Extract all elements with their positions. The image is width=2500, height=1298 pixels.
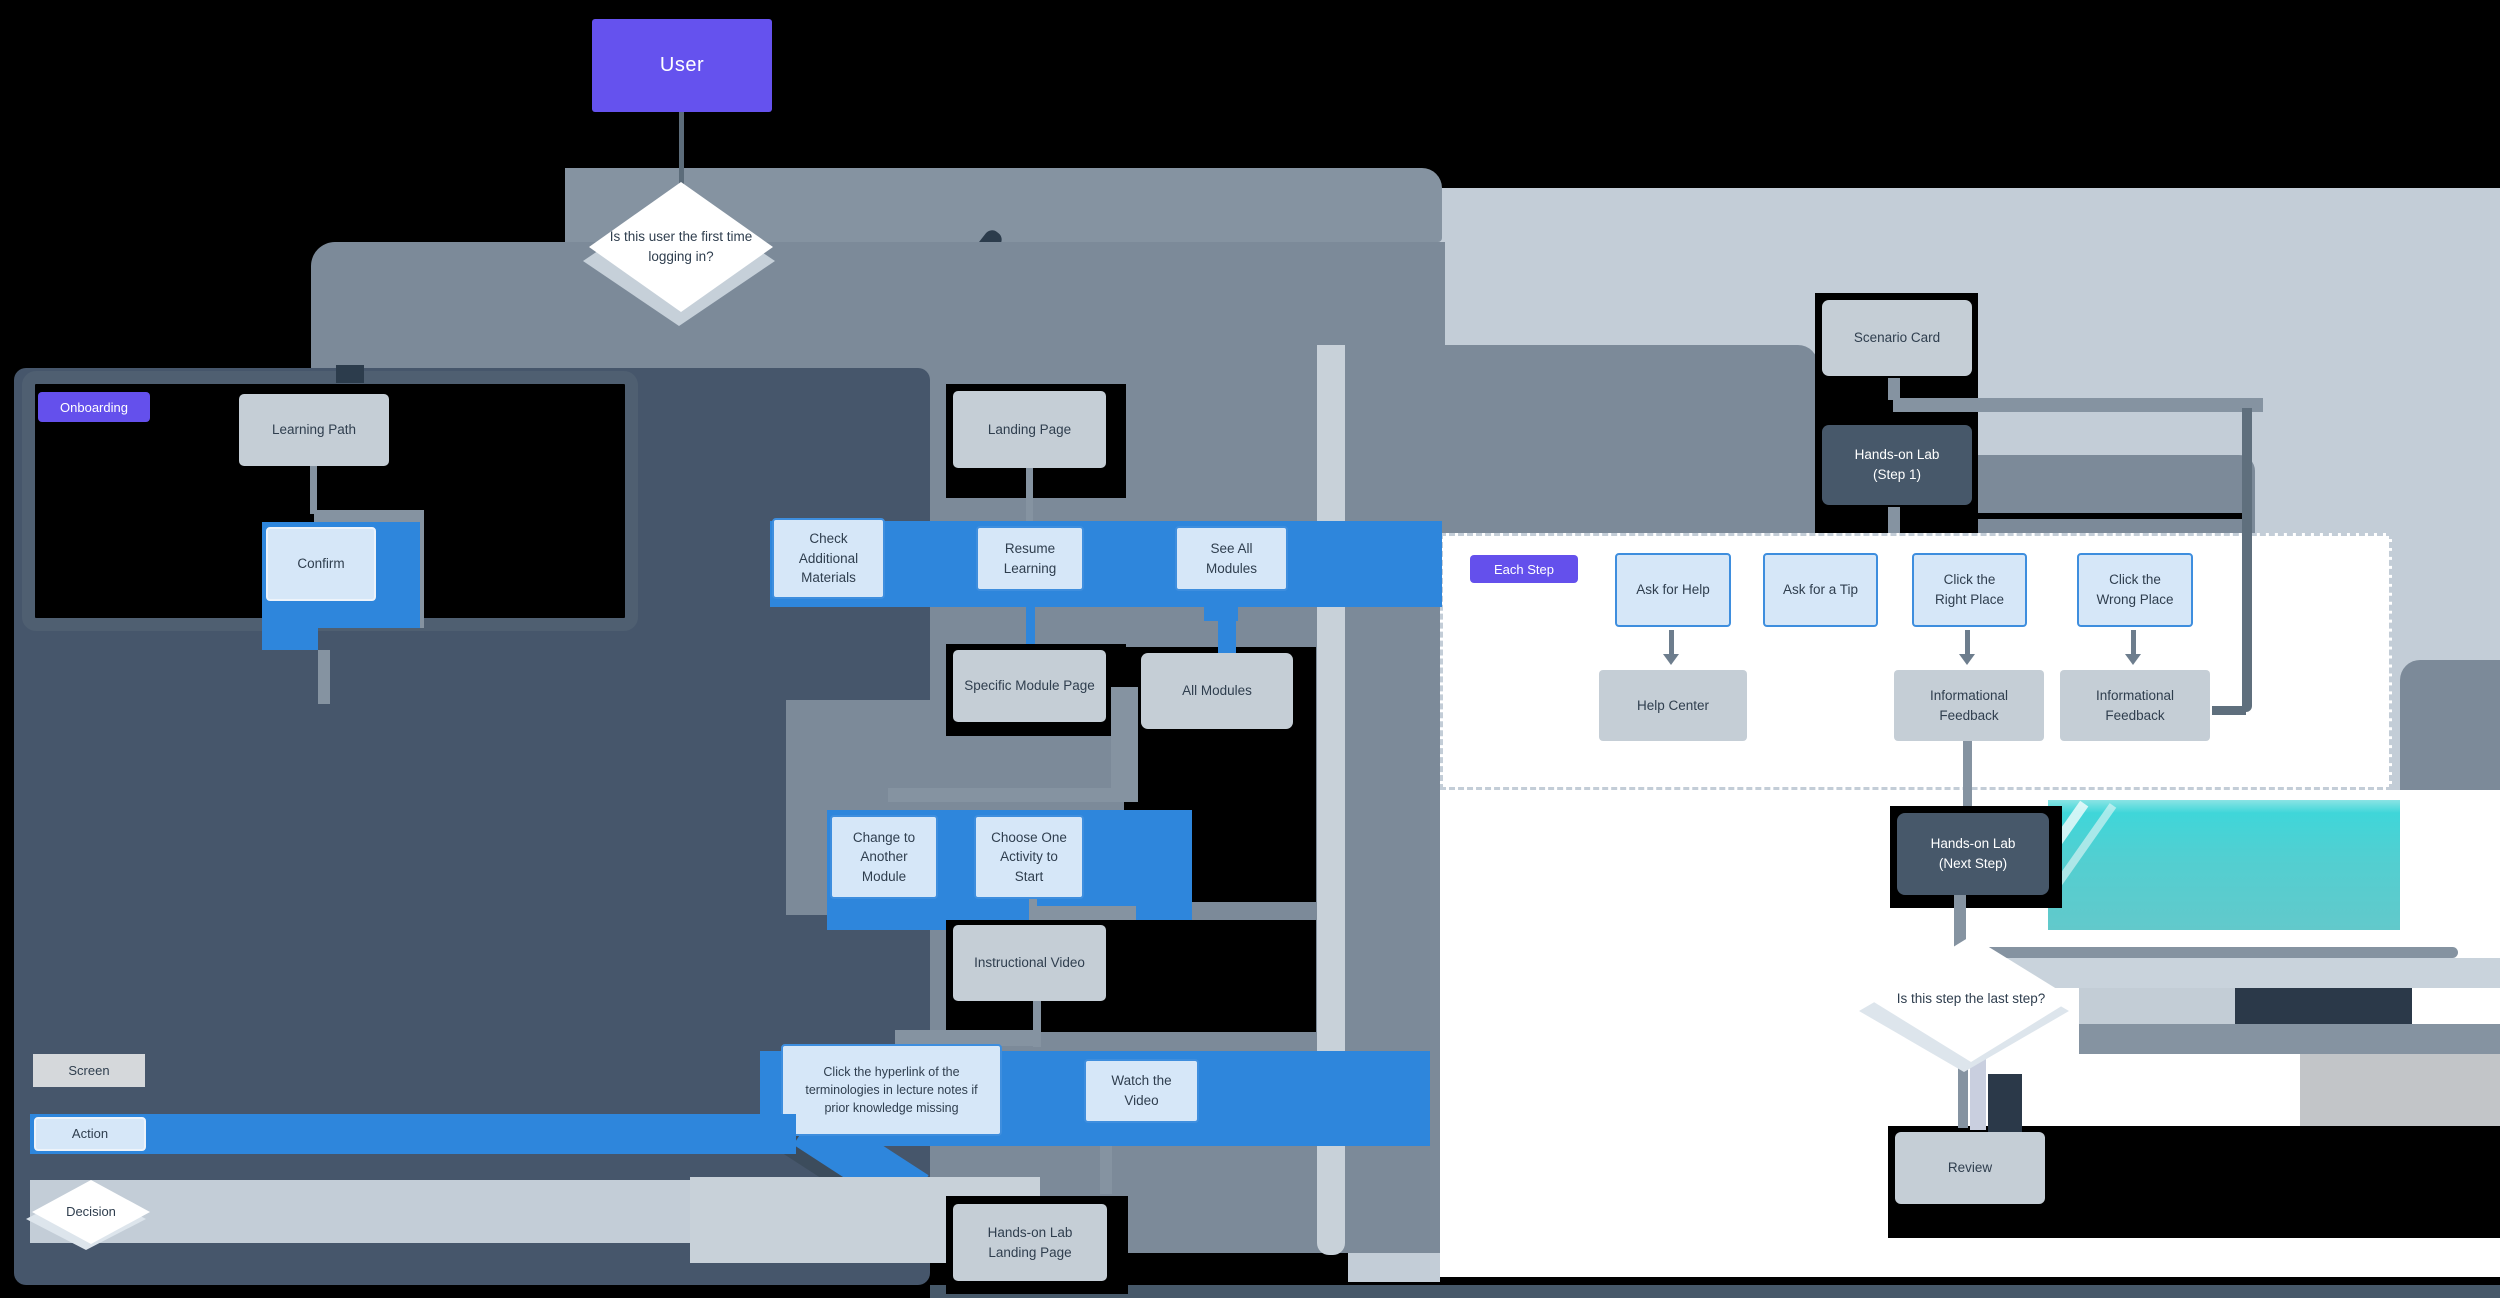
feedback1-label: Informational Feedback xyxy=(1929,687,2009,723)
arrow-wrong-line xyxy=(2131,630,2136,654)
change-module-label: Change to Another Module xyxy=(852,829,916,884)
resume-learning-label: Resume Learning xyxy=(1003,540,1057,576)
node-check-additional-materials: Check Additional Materials xyxy=(772,518,885,599)
click-hyperlink-label: Click the hyperlink of the terminologies… xyxy=(805,1064,978,1116)
gray-band-below-row1 xyxy=(1030,619,1316,647)
user-connector-line xyxy=(679,112,684,184)
arrow-help-head xyxy=(1663,654,1679,665)
node-help-center: Help Center xyxy=(1599,670,1747,741)
feedback1-down-line xyxy=(1963,741,1972,806)
loopback-black-line xyxy=(1950,513,2252,519)
node-choose-activity: Choose One Activity to Start xyxy=(974,815,1084,899)
node-learning-path: Learning Path xyxy=(239,394,389,466)
loopback-band xyxy=(1893,398,2263,412)
bottom-black-line xyxy=(1440,1277,2500,1286)
step1-down-stub xyxy=(1888,507,1900,533)
resume-leg xyxy=(1026,591,1035,652)
node-handson-landing: Hands-on Lab Landing Page xyxy=(953,1204,1107,1281)
arrow-right-head xyxy=(1959,654,1975,665)
neutral-gray-patch xyxy=(2300,1054,2500,1130)
node-handson-step1: Hands-on Lab (Step 1) xyxy=(1822,425,1972,505)
node-ask-for-help: Ask for Help xyxy=(1615,553,1731,627)
learning-path-stub xyxy=(310,466,317,514)
node-informational-feedback-2: Informational Feedback xyxy=(2060,670,2210,741)
each-step-badge: Each Step xyxy=(1470,555,1578,583)
watch-video-label: Watch the Video xyxy=(1111,1073,1172,1108)
confirm-down-stub xyxy=(318,650,330,704)
arrow-help-line xyxy=(1669,630,1674,654)
bottom-slate-bar xyxy=(930,1285,2500,1298)
navy-bar xyxy=(2235,988,2412,1024)
row3-down-stub xyxy=(1100,1146,1112,1194)
feedback2-connector xyxy=(2212,706,2246,715)
node-see-all-modules: See All Modules xyxy=(1175,526,1288,591)
legend-action-box: Action xyxy=(34,1117,146,1151)
node-watch-video: Watch the Video xyxy=(1084,1059,1199,1123)
handson-next-label: Hands-on Lab (Next Step) xyxy=(1930,835,2016,871)
check-additional-label: Check Additional Materials xyxy=(798,531,859,586)
node-all-modules: All Modules xyxy=(1141,653,1293,729)
node-instructional-video: Instructional Video xyxy=(953,925,1106,1001)
review-navy-block xyxy=(1988,1074,2022,1132)
handson-step1-label: Hands-on Lab (Step 1) xyxy=(1854,446,1940,482)
landing-down-stub xyxy=(1026,468,1033,524)
arrow-right-line xyxy=(1965,630,1970,654)
strip-gray-band-2 xyxy=(2079,1024,2500,1054)
node-confirm: Confirm xyxy=(266,527,376,601)
legend-screen-box: Screen xyxy=(33,1054,145,1087)
click-wrong-label: Click the Wrong Place xyxy=(2096,572,2174,607)
node-ask-for-tip: Ask for a Tip xyxy=(1763,553,1878,627)
node-click-wrong-place: Click the Wrong Place xyxy=(2077,553,2193,627)
loopback-vertical xyxy=(2242,408,2252,712)
onboarding-badge: Onboarding xyxy=(38,392,150,422)
video-down-stub xyxy=(1033,1001,1041,1047)
arrow-wrong-head xyxy=(2125,654,2141,665)
strip-light-band xyxy=(1966,958,2500,988)
video-left-band xyxy=(895,1030,1035,1046)
legend-action-bar xyxy=(30,1114,796,1154)
confirm-action-tail xyxy=(262,626,318,650)
node-change-module: Change to Another Module xyxy=(830,815,938,899)
click-right-label: Click the Right Place xyxy=(1934,572,2005,607)
module-down-connector xyxy=(1111,687,1138,797)
node-click-right-place: Click the Right Place xyxy=(1912,553,2027,627)
node-user: User xyxy=(592,19,772,112)
strip-light-band-2 xyxy=(2079,988,2235,1024)
node-click-hyperlink: Click the hyperlink of the terminologies… xyxy=(781,1044,1002,1136)
next-step-down-stub xyxy=(1954,895,1966,949)
node-landing-page: Landing Page xyxy=(953,391,1106,468)
node-handson-next-step: Hands-on Lab (Next Step) xyxy=(1897,813,2049,895)
decision1-label: Is this user the first time logging in? xyxy=(609,228,753,264)
teal-highlight-block xyxy=(2048,800,2400,930)
see-all-leg-thin xyxy=(1218,615,1236,655)
module-left-band xyxy=(888,788,1138,802)
see-all-modules-label: See All Modules xyxy=(1205,540,1258,576)
node-scenario-card: Scenario Card xyxy=(1822,300,1972,376)
decision2-label: Is this step the last step? xyxy=(1896,990,2046,1006)
node-resume-learning: Resume Learning xyxy=(976,526,1084,591)
node-review: Review xyxy=(1895,1132,2045,1204)
scenario-down-stub xyxy=(1888,378,1900,400)
feedback2-label: Informational Feedback xyxy=(2095,687,2175,723)
loopback-gray-block xyxy=(1955,455,2255,533)
node-informational-feedback-1: Informational Feedback xyxy=(1894,670,2044,741)
strip-gray-line xyxy=(1966,947,2458,958)
choose-activity-label: Choose One Activity to Start xyxy=(991,829,1067,884)
review-lavender-strip xyxy=(1970,1050,1986,1130)
handson-landing-label: Hands-on Lab Landing Page xyxy=(987,1224,1073,1260)
node-specific-module-page: Specific Module Page xyxy=(953,650,1106,722)
onboarding-top-notch xyxy=(336,365,364,383)
review-connector-line xyxy=(1958,1050,1968,1128)
right-gray-shelf xyxy=(1348,345,1818,533)
